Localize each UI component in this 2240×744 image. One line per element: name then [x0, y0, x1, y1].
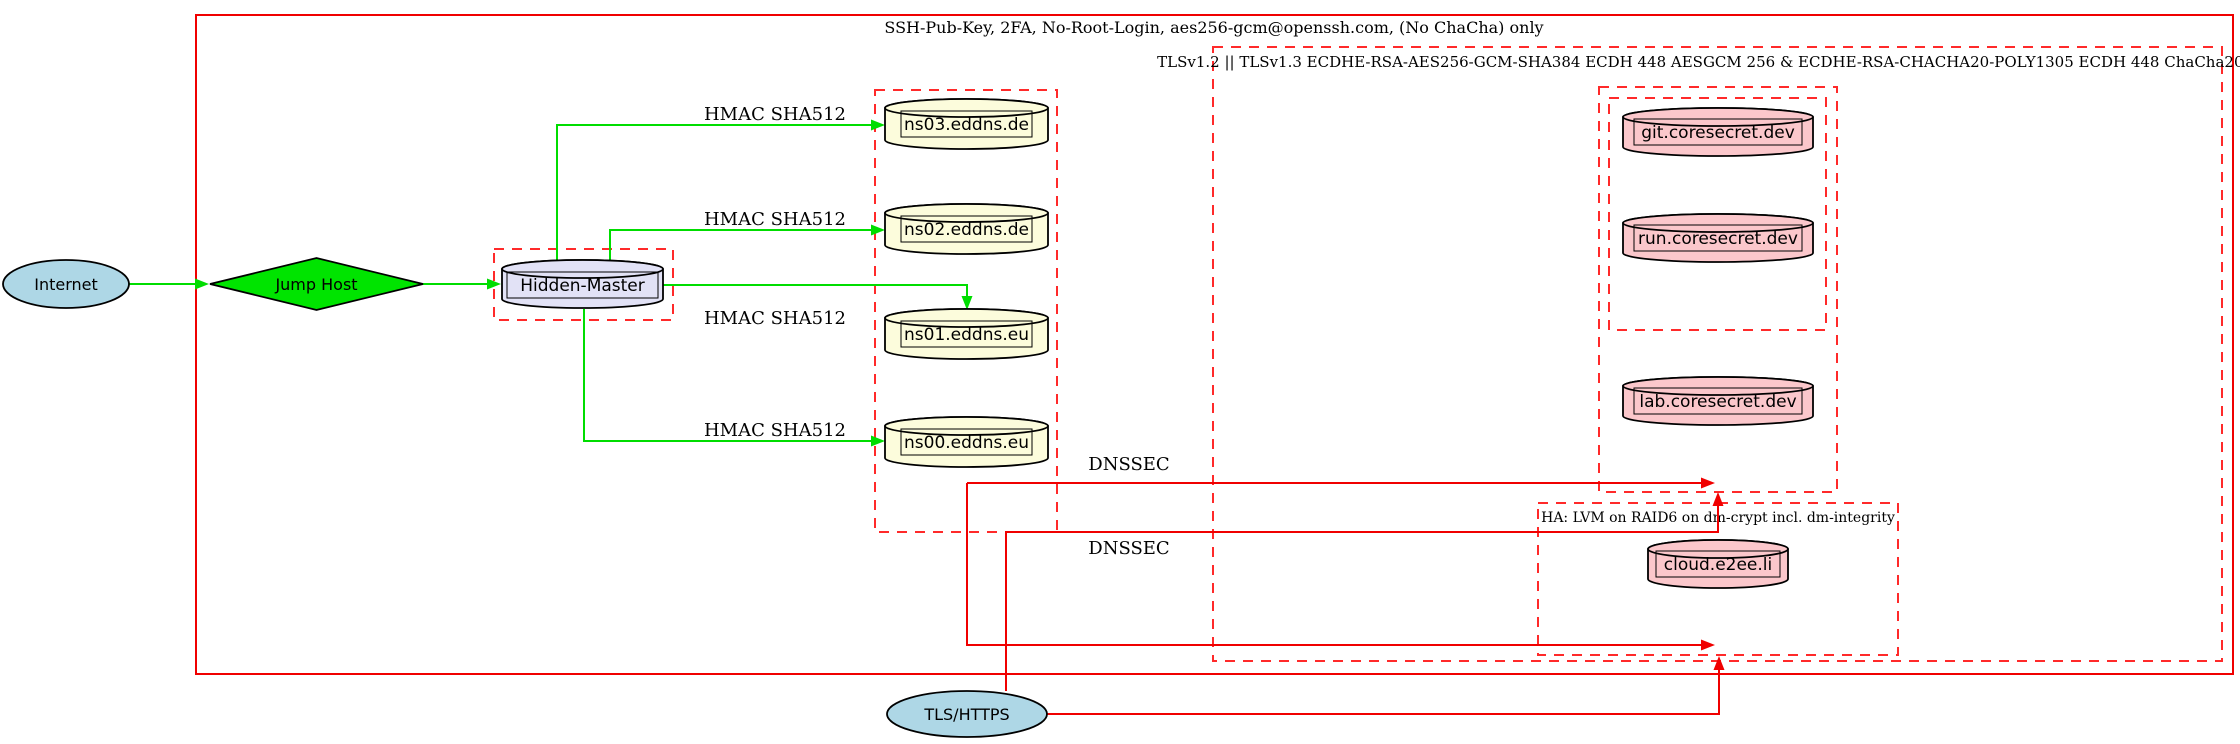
edge-labels: HMAC SHA512 HMAC SHA512 HMAC SHA512 HMAC… [704, 104, 1170, 559]
node-run: run.coresecret.dev [1622, 213, 1814, 263]
arrowhead-hiddenmaster-ns01 [961, 296, 973, 310]
nodes: Internet Jump Host Hidden-Master ns03.ed… [2, 98, 1814, 738]
green-edges [129, 119, 973, 447]
ns00-label: ns00.eddns.eu [904, 433, 1029, 453]
hidden-master-cylinder-cap [501, 259, 664, 279]
ns01-label-box [900, 320, 1033, 348]
cloud-label: cloud.e2ee.li [1664, 555, 1772, 575]
node-lab: lab.coresecret.dev [1622, 376, 1814, 426]
ns01-label: ns01.eddns.eu [904, 325, 1029, 345]
hmac-label-ns00: HMAC SHA512 [704, 420, 846, 441]
tls-https-ellipse [886, 690, 1048, 738]
git-cylinder-cap [1622, 107, 1814, 127]
arrowhead-hiddenmaster-ns02 [871, 224, 885, 236]
ns03-label: ns03.eddns.de [904, 115, 1029, 135]
edge-tls-ha-cluster [1047, 670, 1720, 715]
ns00-label-box [900, 428, 1033, 456]
arrowhead-dns-ha-cluster [1701, 639, 1715, 651]
edge-tls-secure-cluster [1005, 506, 1719, 691]
node-ns00: ns00.eddns.eu [884, 416, 1049, 468]
node-tls-https: TLS/HTTPS [886, 690, 1048, 738]
arrowhead-tls-ha-cluster [1713, 656, 1725, 670]
ns02-cylinder-cap [884, 203, 1049, 223]
ns03-cylinder-cap [884, 98, 1049, 118]
cluster-outer-security-box [195, 14, 2234, 675]
node-internet: Internet [2, 259, 130, 309]
arrowhead-hiddenmaster-ns03 [871, 119, 885, 131]
arrowhead-jumphost-hiddenmaster [487, 278, 501, 290]
arrowhead-dns-secure-cluster [1701, 477, 1715, 489]
node-jump-host: Jump Host [209, 257, 424, 311]
cluster-boxes: SSH-Pub-Key, 2FA, No-Root-Login, aes256-… [195, 14, 2240, 675]
hmac-label-ns02: HMAC SHA512 [704, 209, 846, 230]
dnssec-label-1: DNSSEC [1088, 454, 1169, 475]
jump-host-label: Jump Host [274, 275, 357, 294]
ns02-label: ns02.eddns.de [904, 220, 1029, 240]
tls-cluster-label: TLSv1.2 || TLSv1.3 ECDHE-RSA-AES256-GCM-… [1157, 53, 2240, 71]
run-label: run.coresecret.dev [1638, 229, 1798, 249]
node-cloud: cloud.e2ee.li [1647, 539, 1789, 589]
edge-hiddenmaster-ns03 [556, 124, 871, 261]
arrowhead-internet-jumphost [195, 278, 209, 290]
git-label-box [1633, 118, 1803, 146]
ns00-cylinder-cap [884, 416, 1049, 436]
cluster-git-run-box [1608, 97, 1827, 331]
hidden-master-label: Hidden-Master [520, 276, 645, 296]
edge-hiddenmaster-ns00 [583, 309, 871, 442]
hmac-label-ns01: HMAC SHA512 [704, 308, 846, 329]
internet-ellipse [2, 259, 130, 309]
node-ns02: ns02.eddns.de [884, 203, 1049, 255]
cloud-cylinder-cap [1647, 539, 1789, 559]
git-label: git.coresecret.dev [1641, 123, 1795, 143]
node-hidden-master: Hidden-Master [501, 259, 664, 309]
hidden-master-label-box [506, 271, 659, 299]
lab-label: lab.coresecret.dev [1639, 392, 1796, 412]
edge-hiddenmaster-ns02 [609, 229, 871, 261]
lab-cylinder-cap [1622, 376, 1814, 396]
edge-hiddenmaster-ns01 [663, 284, 968, 296]
internet-label: Internet [34, 275, 98, 294]
ns01-cylinder-cap [884, 308, 1049, 328]
hmac-label-ns03: HMAC SHA512 [704, 104, 846, 125]
ns03-label-box [900, 110, 1033, 138]
dnssec-label-2: DNSSEC [1088, 538, 1169, 559]
cluster-dns-box [874, 89, 1058, 533]
red-edges [966, 477, 1725, 715]
jump-host-diamond [209, 257, 424, 311]
lab-label-box [1633, 387, 1803, 415]
arrowhead-tls-secure-cluster [1712, 492, 1724, 506]
node-git: git.coresecret.dev [1622, 107, 1814, 157]
ns02-label-box [900, 215, 1033, 243]
node-ns03: ns03.eddns.de [884, 98, 1049, 150]
arrowhead-hiddenmaster-ns00 [871, 435, 885, 447]
run-cylinder-cap [1622, 213, 1814, 233]
tls-https-label: TLS/HTTPS [923, 705, 1009, 724]
node-ns01: ns01.eddns.eu [884, 308, 1049, 360]
cloud-label-box [1655, 550, 1781, 578]
edge-dns-ha-cluster [966, 483, 1701, 646]
run-label-box [1633, 224, 1803, 252]
outer-security-label: SSH-Pub-Key, 2FA, No-Root-Login, aes256-… [884, 18, 1543, 37]
